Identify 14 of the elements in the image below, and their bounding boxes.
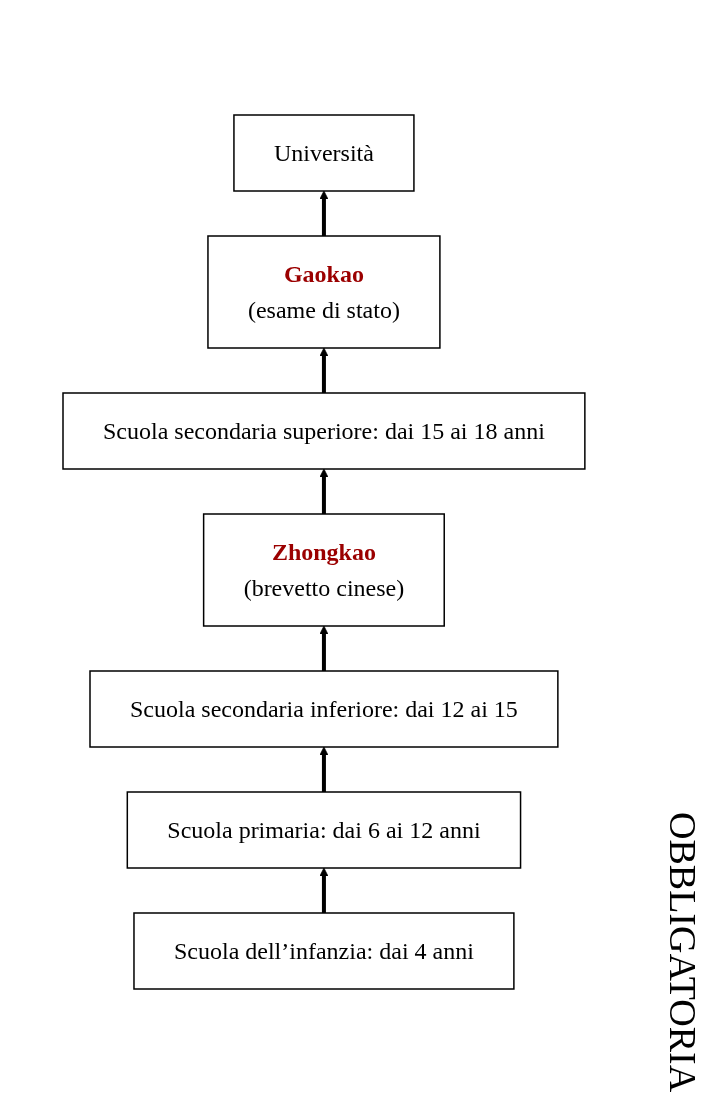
node-box: Scuola secondaria inferiore: dai 12 ai 15 xyxy=(89,670,559,748)
side-label: OBBLIGATORIA xyxy=(661,811,705,1092)
arrow xyxy=(319,746,329,792)
arrow xyxy=(319,468,329,514)
arrow xyxy=(319,347,329,393)
node-box: Gaokao (esame di stato) xyxy=(207,235,441,349)
arrow xyxy=(319,625,329,671)
node-box: Zhongkao (brevetto cinese) xyxy=(202,513,446,627)
node-box: Università xyxy=(233,114,415,192)
node-box: Scuola primaria: dai 6 ai 12 anni xyxy=(126,791,522,869)
node-box: Scuola dell’infanzia: dai 4 anni xyxy=(133,912,515,990)
arrow xyxy=(319,190,329,236)
arrow xyxy=(319,867,329,913)
node-box: Scuola secondaria superiore: dai 15 ai 18 anni xyxy=(62,392,586,470)
